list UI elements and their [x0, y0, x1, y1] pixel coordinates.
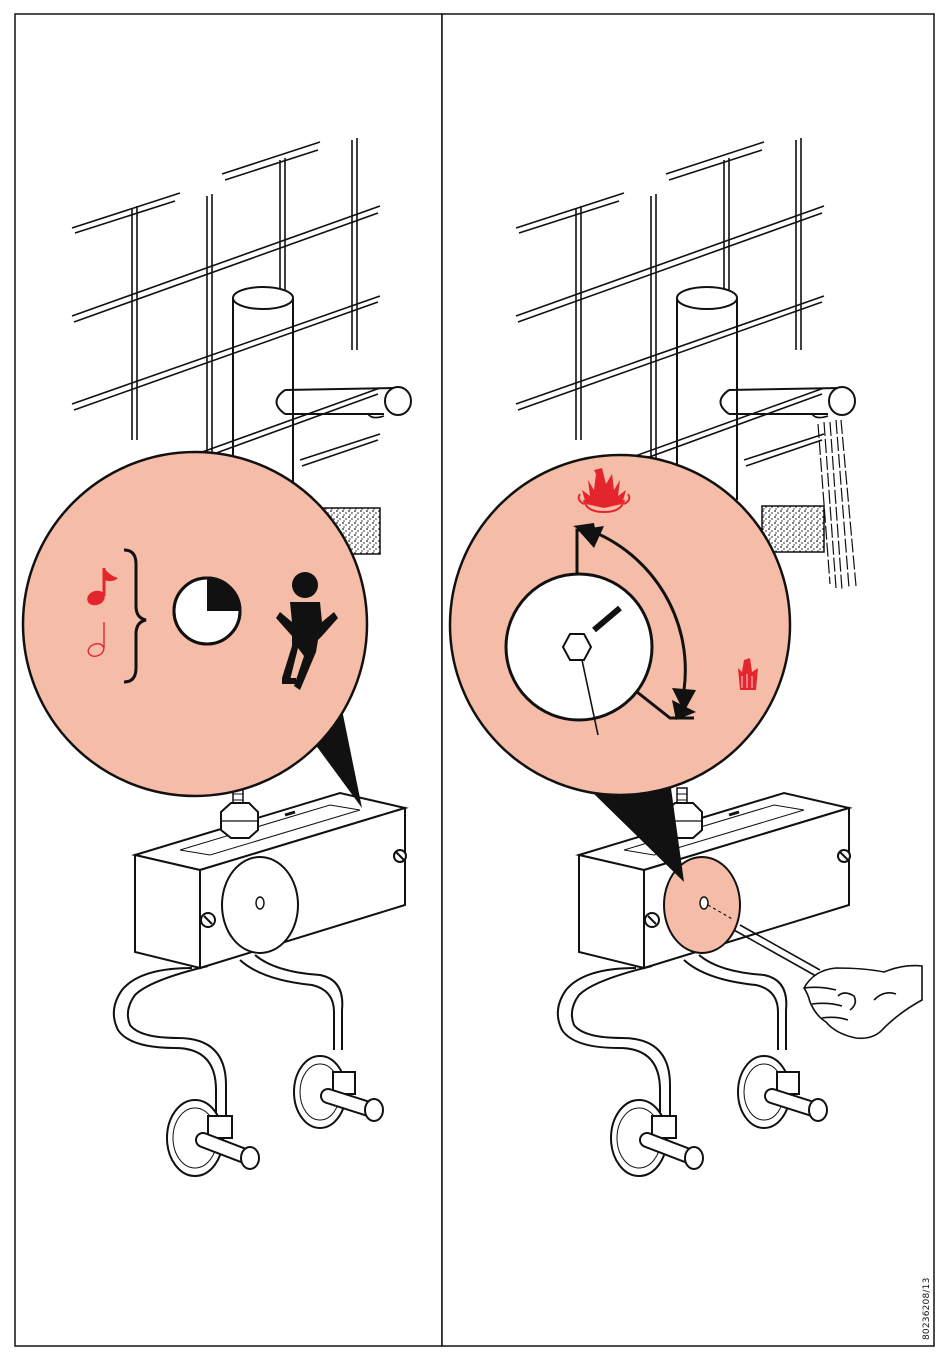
- document-code: 80236208/13: [922, 1278, 932, 1341]
- timer-quarter-icon: [174, 578, 240, 644]
